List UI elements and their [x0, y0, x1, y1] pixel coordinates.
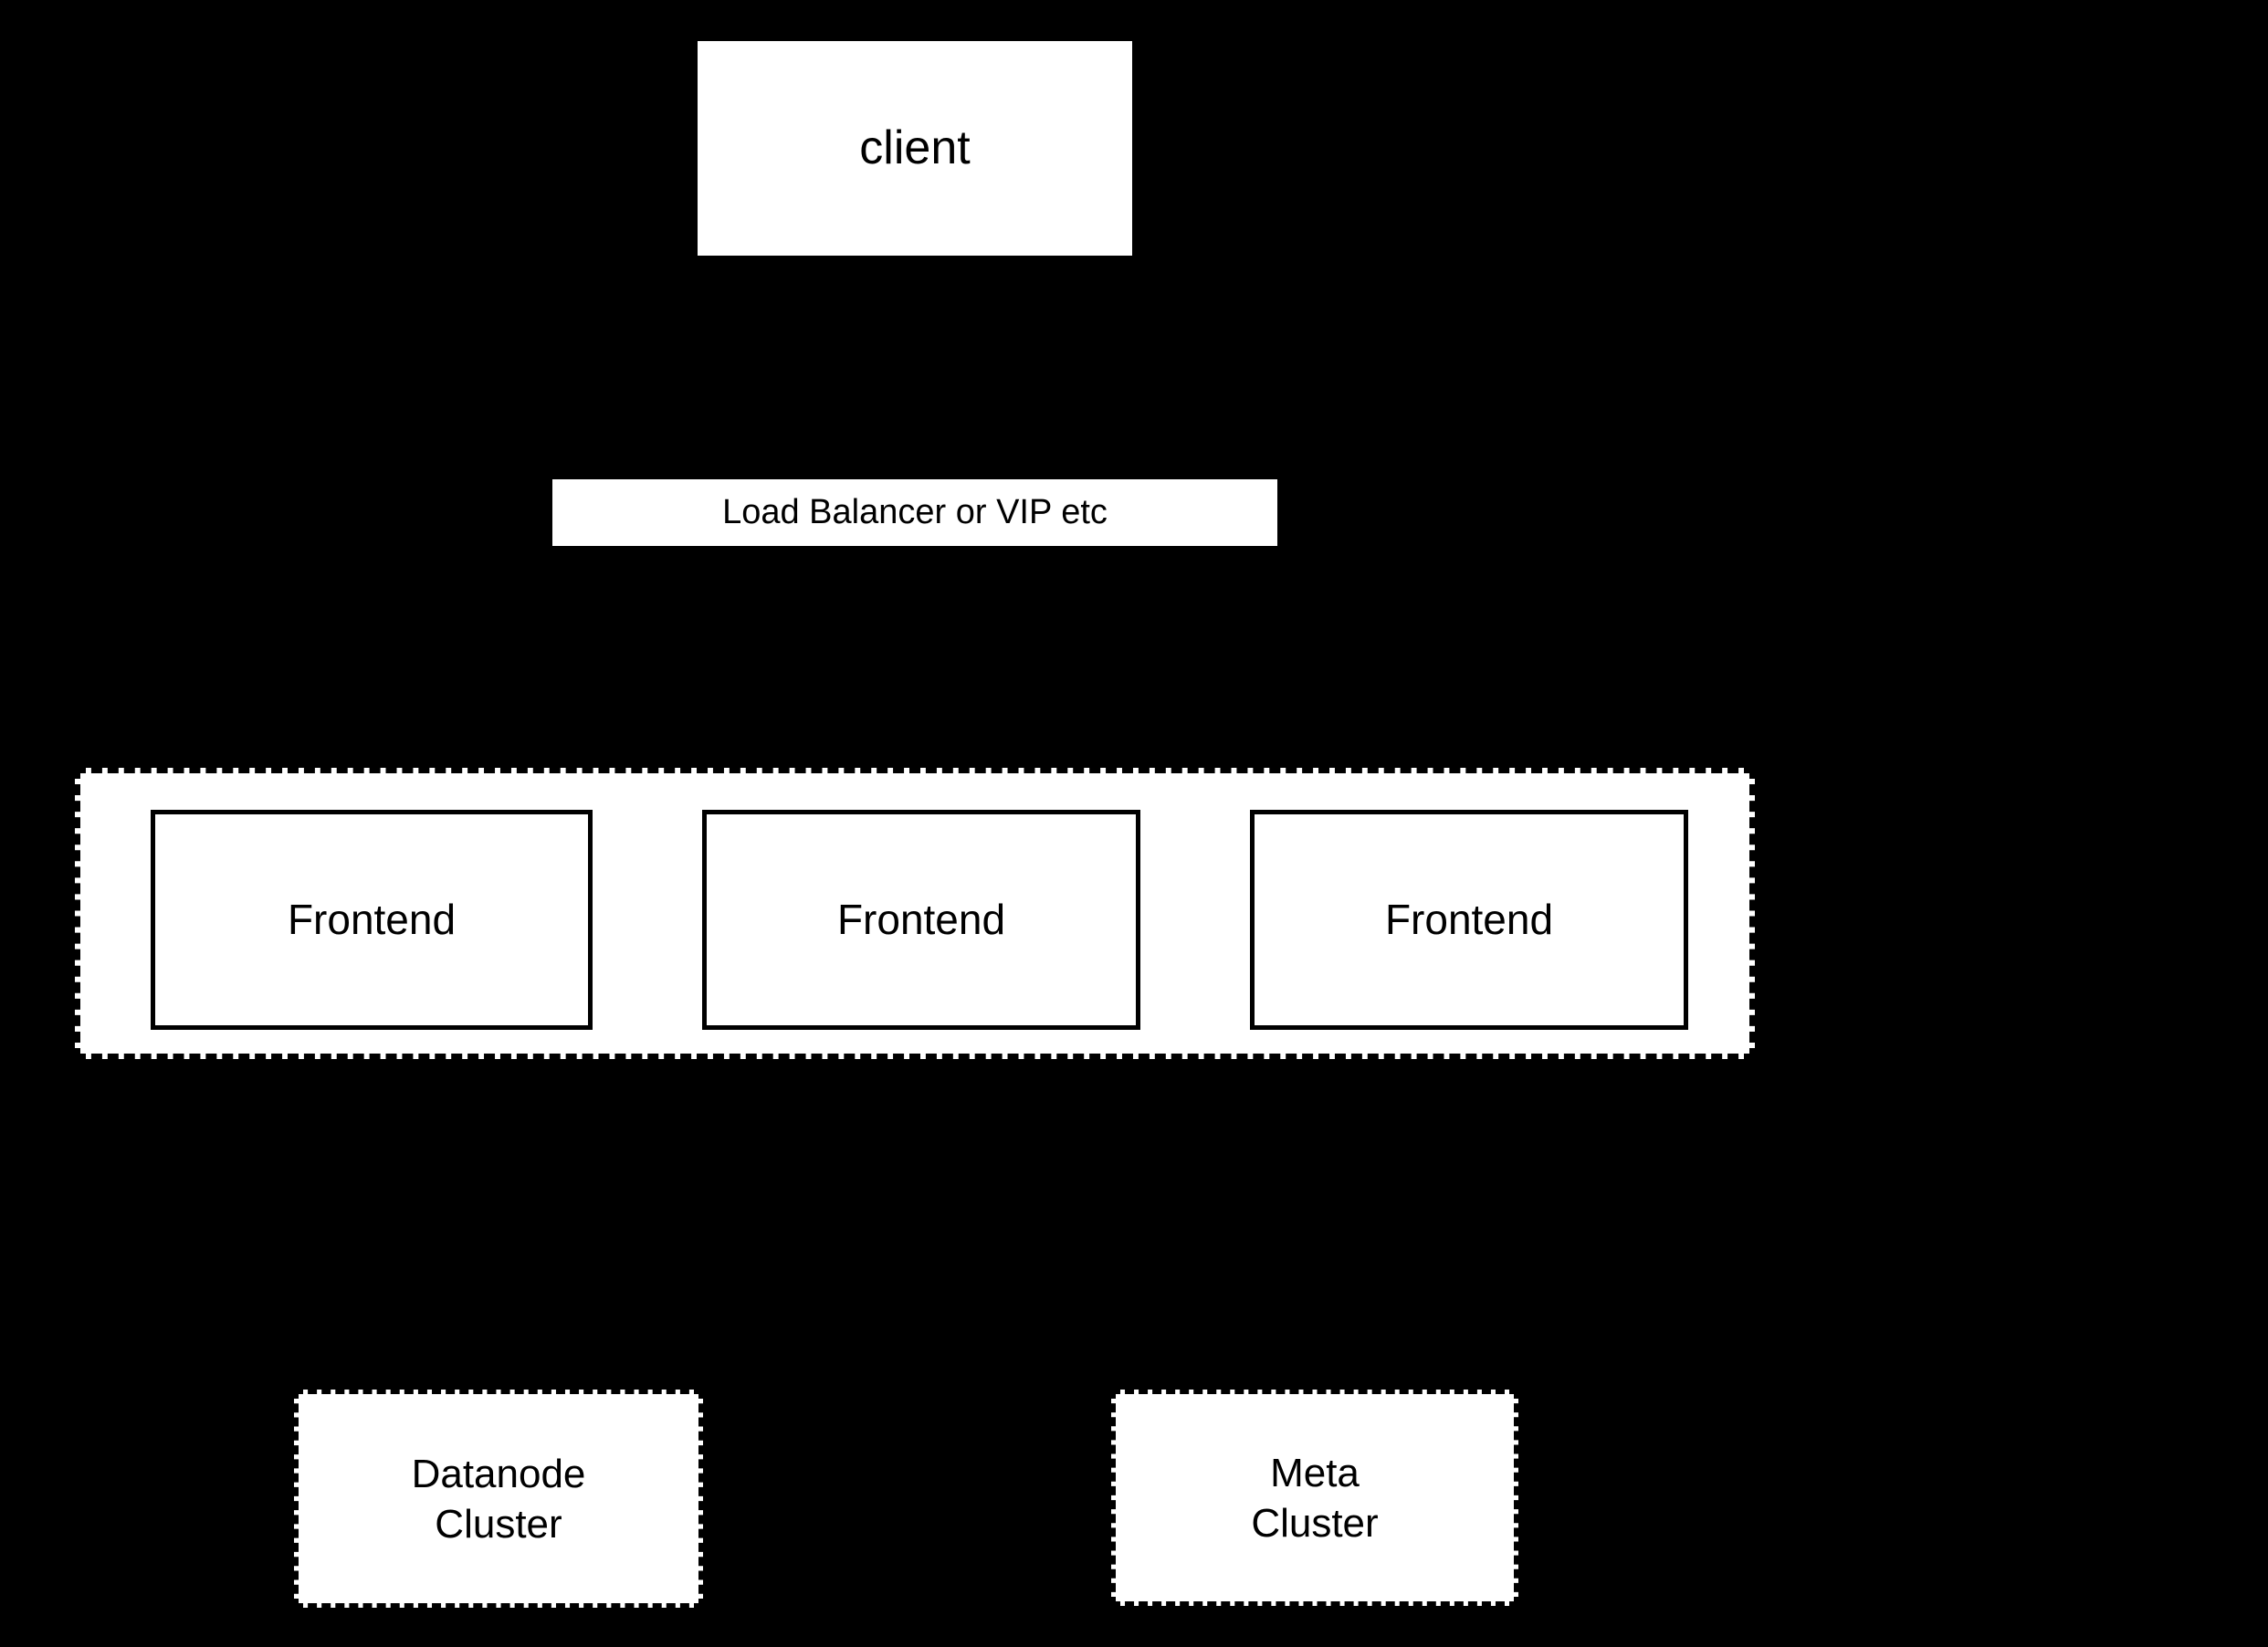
- node-meta-cluster-label: Meta Cluster: [1251, 1450, 1379, 1546]
- node-frontend-2-label: Frontend: [836, 896, 1006, 944]
- node-load-balancer-label: Load Balancer or VIP etc: [722, 493, 1108, 532]
- node-frontend-1-label: Frontend: [287, 896, 457, 944]
- node-frontend-1[interactable]: Frontend: [151, 810, 593, 1030]
- node-frontend-2[interactable]: Frontend: [702, 810, 1140, 1030]
- node-datanode-cluster[interactable]: Datanode Cluster: [294, 1390, 703, 1608]
- node-frontend-3-label: Frontend: [1384, 896, 1554, 944]
- node-load-balancer[interactable]: Load Balancer or VIP etc: [552, 479, 1277, 546]
- node-client[interactable]: client: [698, 41, 1132, 256]
- group-frontend-cluster[interactable]: Frontend Frontend Frontend: [75, 768, 1755, 1059]
- node-client-label: client: [859, 121, 971, 174]
- node-frontend-3[interactable]: Frontend: [1250, 810, 1688, 1030]
- node-meta-cluster[interactable]: Meta Cluster: [1111, 1390, 1518, 1606]
- node-datanode-cluster-label: Datanode Cluster: [411, 1451, 586, 1547]
